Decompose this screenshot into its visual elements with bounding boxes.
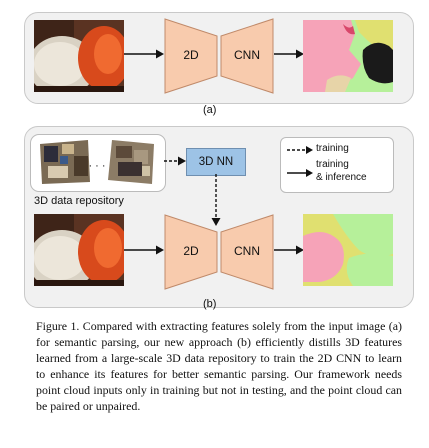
figure-caption-label: Figure 1. xyxy=(36,319,80,333)
legend-solid-arrow xyxy=(287,169,313,177)
legend-training-inference-line2: & inference xyxy=(316,172,367,183)
point-cloud-scene-1 xyxy=(38,138,92,186)
decoder-a xyxy=(220,18,274,94)
legend-training-inference-line1: training xyxy=(316,159,349,170)
segmentation-output-a xyxy=(303,20,393,92)
arrow-a-1 xyxy=(124,49,164,59)
point-cloud-scene-2 xyxy=(106,136,158,188)
3d-nn-box: 3D NN xyxy=(186,148,246,176)
encoder-a xyxy=(164,18,218,94)
arrow-b-1 xyxy=(124,245,164,255)
input-image-b xyxy=(34,214,124,286)
repo-caption: 3D data repository xyxy=(34,195,124,207)
figure-caption: Figure 1. Compared with extracting featu… xyxy=(36,318,402,414)
panel-b-sublabel: (b) xyxy=(203,298,217,310)
arrow-b-2 xyxy=(274,245,304,255)
panel-a-sublabel: (a) xyxy=(203,104,217,116)
decoder-b xyxy=(220,214,274,290)
legend-training-label: training xyxy=(316,143,349,154)
legend-box xyxy=(280,137,394,193)
segmentation-output-b xyxy=(303,214,393,286)
arrow-nn-to-cnn xyxy=(211,174,221,226)
encoder-b-label: 2D xyxy=(183,244,199,258)
legend-dashed-arrow xyxy=(287,146,313,154)
repo-ellipsis: · · · xyxy=(88,160,106,172)
decoder-a-label: CNN xyxy=(234,48,260,62)
arrow-repo-to-nn xyxy=(164,156,186,166)
arrow-a-2 xyxy=(274,49,304,59)
encoder-a-label: 2D xyxy=(183,48,199,62)
encoder-b xyxy=(164,214,218,290)
figure-caption-text: Compared with extracting features solely… xyxy=(36,319,402,413)
decoder-b-label: CNN xyxy=(234,244,260,258)
input-image-a xyxy=(34,20,124,92)
